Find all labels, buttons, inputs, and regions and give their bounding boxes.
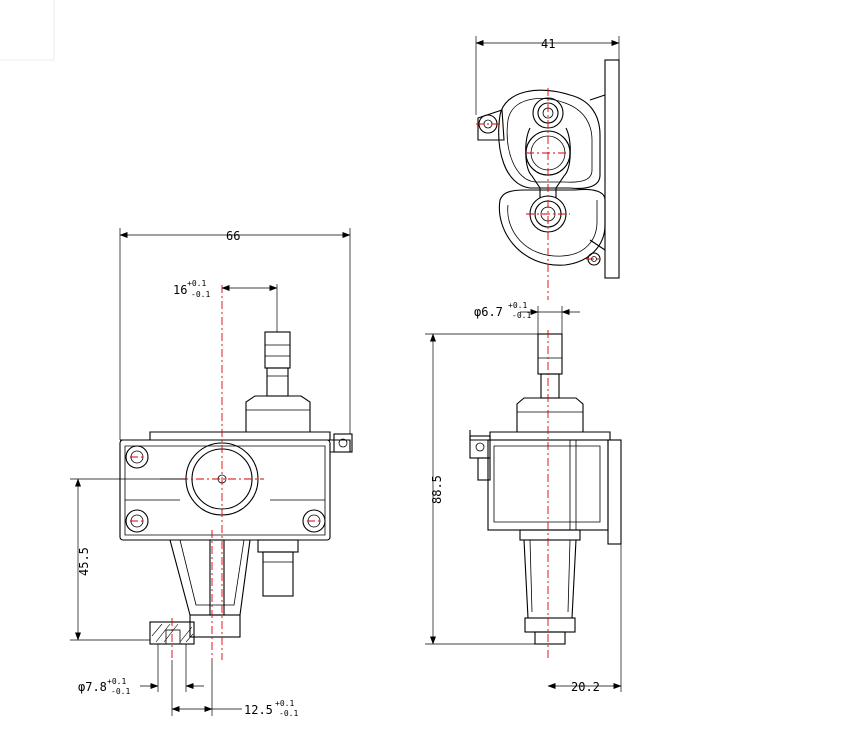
dim-dia-shaft-tol-minus: -0.1 bbox=[512, 311, 531, 320]
dim-offset-top-tol-minus: -0.1 bbox=[191, 290, 210, 299]
dim-height-right: 88.5 bbox=[430, 475, 444, 504]
dim-offset-top: 16 bbox=[173, 283, 187, 297]
dim-width-top-view: 41 bbox=[541, 37, 555, 51]
dim-dia-bottom-tol-minus: -0.1 bbox=[111, 687, 130, 696]
corner-artifact bbox=[0, 0, 55, 61]
dim-dia-shaft-tol-plus: +0.1 bbox=[508, 301, 527, 310]
top-view bbox=[476, 59, 620, 300]
top-dimensions bbox=[475, 36, 620, 115]
front-view bbox=[119, 285, 353, 660]
dim-offset-bottom: 12.5 bbox=[244, 703, 273, 717]
front-dimensions bbox=[70, 228, 351, 716]
side-dimensions bbox=[425, 306, 622, 692]
dim-offset-bottom-tol-plus: +0.1 bbox=[275, 699, 294, 708]
hatched-fitting bbox=[151, 623, 194, 643]
dim-offset-top-tol-plus: +0.1 bbox=[187, 279, 206, 288]
dim-depth-right: 20.2 bbox=[571, 680, 600, 694]
side-view bbox=[469, 330, 622, 660]
dim-height-left: 45.5 bbox=[77, 547, 91, 576]
dim-dia-bottom: φ7.8 bbox=[78, 680, 107, 694]
dim-dia-bottom-tol-plus: +0.1 bbox=[107, 677, 126, 686]
dim-width-total: 66 bbox=[226, 229, 240, 243]
dim-offset-bottom-tol-minus: -0.1 bbox=[279, 709, 298, 718]
dim-dia-shaft: φ6.7 bbox=[474, 305, 503, 319]
